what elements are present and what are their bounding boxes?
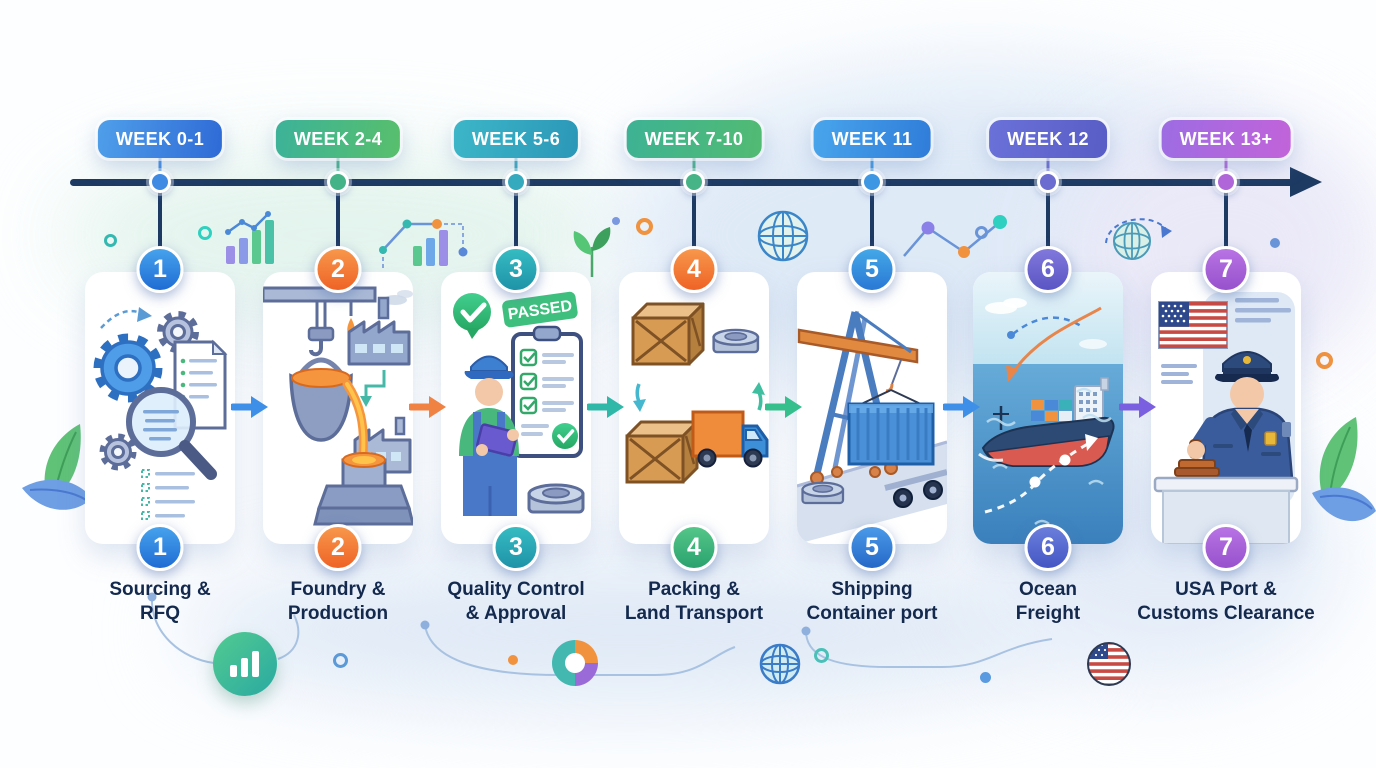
flow-arrow-4-5-icon <box>765 396 802 418</box>
stage-number-top-4: 4 <box>670 246 718 293</box>
stage-card-customs-clearance <box>1151 272 1301 544</box>
week-badge-4: WEEK 7-10 <box>626 120 762 158</box>
badge-stem <box>692 158 696 174</box>
drop-line-6 <box>1046 191 1050 249</box>
drop-line-2 <box>336 191 340 249</box>
accent-ring-blue <box>975 226 988 239</box>
green-bar-chart-badge-icon <box>213 632 277 696</box>
badge-stem <box>336 158 340 174</box>
globe-icon <box>757 210 809 262</box>
flow-arrow-1-2-icon <box>231 396 268 418</box>
badge-stem <box>1224 158 1228 174</box>
week-badge-1: WEEK 0-1 <box>97 120 223 158</box>
drop-line-1 <box>158 191 162 249</box>
dashed-line-chart-icon <box>379 219 468 268</box>
accent-ring-blue <box>333 653 348 668</box>
accent-ring-teal <box>814 648 829 663</box>
week-badge-7: WEEK 13+ <box>1161 120 1291 158</box>
bar-chart-with-trend-icon <box>225 211 274 264</box>
zigzag-trend-dots-icon <box>903 215 1007 258</box>
stage-card-container-port <box>797 272 947 544</box>
stage-card-foundry-production <box>263 272 413 544</box>
stage-title-3: Quality Control& Approval <box>447 579 585 624</box>
drop-line-7 <box>1224 191 1228 249</box>
week-badge-3: WEEK 5-6 <box>453 120 579 158</box>
stage-card-sourcing-rfq <box>85 272 235 544</box>
stage-number-bottom-2: 2 <box>314 524 362 571</box>
badge-stem <box>514 158 518 174</box>
customs-officer-stamp-usa-flag-illustration <box>1153 292 1299 544</box>
gears-magnifier-rfq-document-illustration <box>93 307 228 520</box>
badge-stem <box>158 158 162 174</box>
leaves-left-decoration <box>22 424 92 510</box>
stage-title-2: Foundry &Production <box>287 579 389 624</box>
leaves-right-decoration <box>1312 417 1376 522</box>
timeline-arrowhead-icon <box>1290 167 1322 197</box>
accent-ring-teal <box>104 234 117 247</box>
stage-title-7: USA Port &Customs Clearance <box>1137 579 1315 624</box>
accent-dot-blue <box>1270 238 1280 248</box>
accent-dot-orange <box>508 655 518 665</box>
flow-arrow-6-7-icon <box>1119 396 1156 418</box>
stage-number-bottom-5: 5 <box>848 524 896 571</box>
small-globe-icon <box>759 643 801 685</box>
port-crane-shipping-container-illustration <box>797 310 947 544</box>
stage-number-top-3: 3 <box>492 246 540 293</box>
stage-title-1: Sourcing &RFQ <box>109 579 211 624</box>
flow-arrow-2-3-icon <box>409 396 446 418</box>
stage-number-bottom-1: 1 <box>136 524 184 571</box>
stage-number-top-1: 1 <box>136 246 184 293</box>
timeline-line <box>70 179 1294 186</box>
drop-line-3 <box>514 191 518 249</box>
timeline-dot-3 <box>505 171 527 193</box>
globe-with-dashed-orbit-icon <box>1105 218 1172 260</box>
donut-chart-icon <box>552 640 598 686</box>
week-badge-2: WEEK 2-4 <box>275 120 401 158</box>
usa-flag-round-icon <box>1087 642 1131 686</box>
accent-dot-blue <box>980 672 991 683</box>
flow-arrow-5-6-icon <box>943 396 980 418</box>
timeline-dot-7 <box>1215 171 1237 193</box>
stage-number-top-7: 7 <box>1202 246 1250 293</box>
inspector-checklist-passed-illustration: PASSED <box>453 291 585 516</box>
timeline-dot-4 <box>683 171 705 193</box>
timeline-dot-6 <box>1037 171 1059 193</box>
badge-stem <box>1046 158 1050 174</box>
sprout-leaf-icon <box>573 227 611 278</box>
timeline-dot-2 <box>327 171 349 193</box>
stage-number-top-2: 2 <box>314 246 362 293</box>
background-blob-bottom <box>180 555 1080 705</box>
stage-number-bottom-7: 7 <box>1202 524 1250 571</box>
drop-line-4 <box>692 191 696 249</box>
accent-ring-orange <box>1316 352 1333 369</box>
week-badge-6: WEEK 12 <box>989 120 1107 158</box>
stage-number-bottom-3: 3 <box>492 524 540 571</box>
stage-card-quality-control: PASSED <box>441 272 591 544</box>
flow-arrow-3-4-icon <box>587 396 624 418</box>
stage-card-ocean-freight <box>973 272 1123 544</box>
drop-line-5 <box>870 191 874 249</box>
stage-number-top-5: 5 <box>848 246 896 293</box>
accent-ring-teal <box>198 226 212 240</box>
stage-number-top-6: 6 <box>1024 246 1072 293</box>
stage-card-packing-transport <box>619 272 769 544</box>
timeline-dot-1 <box>149 171 171 193</box>
timeline-dot-5 <box>861 171 883 193</box>
foundry-ladle-molten-metal-factory-illustration <box>263 286 413 526</box>
accent-dot-blue <box>612 217 620 225</box>
stage-title-4: Packing &Land Transport <box>624 579 764 624</box>
stage-number-bottom-4: 4 <box>670 524 718 571</box>
cargo-ship-ocean-route-illustration <box>973 272 1123 544</box>
week-badge-5: WEEK 11 <box>813 120 931 158</box>
accent-ring-orange <box>636 218 653 235</box>
stage-number-bottom-6: 6 <box>1024 524 1072 571</box>
wooden-crates-truck-loading-illustration <box>625 302 769 484</box>
badge-stem <box>870 158 874 174</box>
